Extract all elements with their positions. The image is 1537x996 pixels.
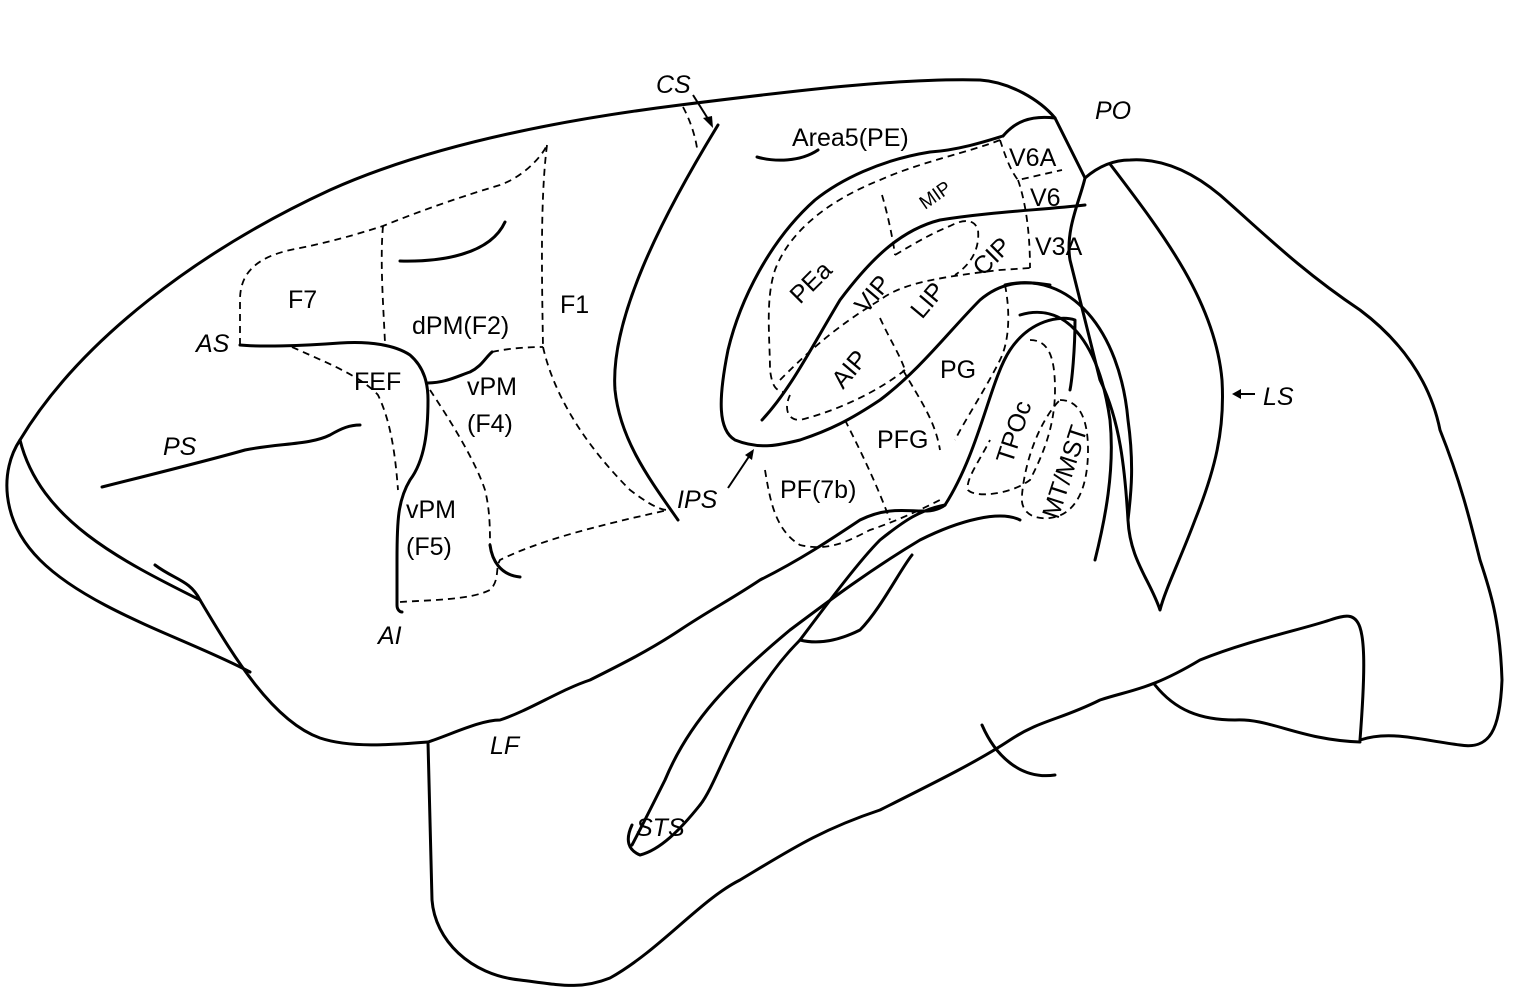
label-cip: CIP	[967, 232, 1016, 281]
label-lf: LF	[490, 732, 521, 760]
f7-f2-boundary	[380, 225, 386, 344]
label-fef: FEF	[354, 368, 401, 396]
lateral-fissure-upper	[426, 503, 947, 744]
arcuate-spur	[426, 350, 494, 385]
ips-outer-boundary	[719, 134, 1052, 448]
ls-arrowhead	[1232, 389, 1241, 399]
label-ls: LS	[1263, 383, 1294, 411]
label-dpm: dPM(F2)	[412, 312, 509, 340]
mip-inner-boundary	[894, 220, 980, 276]
frontal-ventral-contour	[153, 563, 430, 747]
area5-dimple	[755, 148, 820, 162]
label-mtmst: MT/MST	[1037, 422, 1093, 522]
f4-f5-boundary	[429, 389, 491, 546]
v6-v3a-boundary	[1017, 179, 1031, 269]
f2-f4-boundary	[491, 346, 544, 353]
label-pf: PF(7b)	[780, 476, 856, 504]
label-f1: F1	[560, 291, 589, 319]
f5-bottom-boundary	[399, 509, 669, 603]
f2-f1-boundary	[541, 144, 548, 348]
pf-pfg-boundary	[844, 419, 891, 521]
label-as: AS	[194, 330, 230, 358]
occipital-inner-fold	[1003, 281, 1134, 522]
sts-main	[630, 514, 1022, 847]
label-area5: Area5(PE)	[792, 124, 909, 152]
temporal-lobe-outline	[426, 614, 1366, 987]
label-mip: MIP	[916, 178, 956, 215]
aip-boundary	[786, 369, 906, 421]
po-sulcus	[1001, 115, 1057, 138]
pg-pfg-boundary	[954, 284, 1010, 441]
f1-f4-boundary	[542, 346, 669, 511]
arcuate-sulcus	[238, 341, 430, 614]
orbital-sulcus	[18, 438, 202, 602]
pea-vip-boundary	[779, 267, 1031, 381]
label-v6: V6	[1030, 184, 1061, 212]
ips-fundus	[760, 203, 1087, 422]
label-pg: PG	[940, 356, 976, 384]
label-ips: IPS	[677, 486, 718, 514]
label-vpm-f5-line1: vPM	[406, 496, 456, 524]
label-lip: LIP	[905, 277, 951, 324]
tpoc-boundary	[966, 339, 1056, 496]
label-po: PO	[1095, 97, 1131, 125]
label-v6a: V6A	[1009, 144, 1057, 172]
label-vpm-f4-line1: vPM	[467, 373, 517, 401]
principal-sulcus	[100, 423, 362, 489]
label-sts: STS	[636, 814, 685, 842]
label-ai: AI	[376, 622, 402, 650]
cs-arrowhead	[703, 116, 713, 128]
fef-boundary	[291, 346, 399, 491]
ips-arrowhead	[745, 449, 754, 460]
label-pfg: PFG	[877, 426, 928, 454]
sts-branch	[798, 553, 914, 644]
pea-mip-boundary	[881, 194, 896, 256]
pf-boundary	[764, 469, 941, 548]
central-sulcus	[613, 123, 720, 522]
label-ps: PS	[163, 433, 197, 461]
temporal-small-sulcus	[980, 723, 1057, 778]
label-vpm-f5-line2: (F5)	[406, 533, 452, 561]
brain-outline-dorsal	[5, 78, 1087, 674]
v6a-boundary	[999, 139, 1063, 182]
sts-lower-bank	[698, 503, 947, 807]
sts-upper-bank	[943, 316, 1077, 507]
ips-arrow	[727, 454, 751, 489]
label-pea: PEa	[784, 256, 837, 309]
label-cs: CS	[656, 71, 691, 99]
label-f7: F7	[288, 286, 317, 314]
label-vpm-f4-line2: (F4)	[467, 410, 513, 438]
cs-area-boundary	[682, 106, 698, 149]
pea-outer-boundary	[767, 139, 1001, 393]
occipital-lobe-outline	[1083, 158, 1504, 748]
precentral-dimple	[398, 220, 507, 263]
lunate-sulcus	[1067, 162, 1224, 612]
inferior-occipital-sulcus	[1153, 683, 1362, 744]
sts-tip	[626, 803, 702, 857]
mtmst-boundary	[1020, 399, 1089, 520]
inferior-precentral-dimple	[488, 543, 522, 579]
vip-lip-boundary	[879, 317, 906, 371]
label-aip: AIP	[826, 345, 873, 394]
label-v3a: V3A	[1035, 233, 1083, 261]
